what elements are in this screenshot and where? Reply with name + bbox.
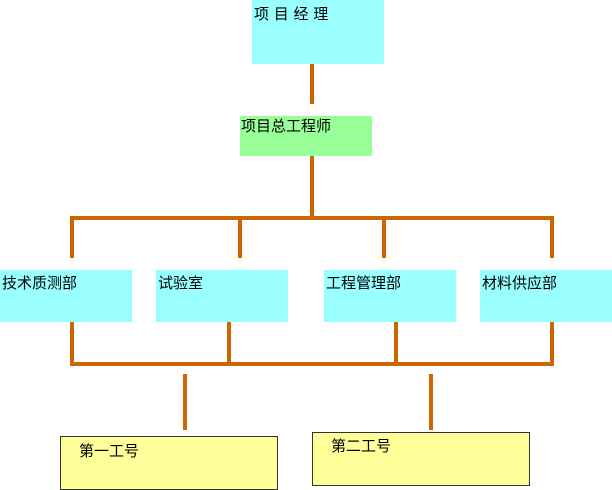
connector-drop-dept-2 — [238, 216, 242, 258]
chief-engineer-box: 项目总工程师 — [240, 116, 372, 156]
department-box-2: 试验室 — [156, 270, 288, 322]
section-label-1: 第一工号 — [79, 442, 140, 460]
connector-rise-dept-3 — [394, 322, 398, 364]
section-box-2: 第二工号 — [312, 432, 530, 486]
project-manager-box: 项 目 经 理 — [252, 0, 384, 64]
project-manager-label: 项 目 经 理 — [254, 5, 329, 23]
department-box-4: 材料供应部 — [480, 270, 612, 322]
connector-manager-to-chief — [310, 64, 314, 104]
connector-section-1 — [183, 374, 187, 430]
department-box-1: 技术质测部 — [0, 270, 132, 322]
connector-bottom-bus — [70, 362, 554, 366]
chief-engineer-label: 项目总工程师 — [241, 117, 332, 135]
connector-rise-dept-2 — [227, 322, 231, 364]
connector-chief-to-bus — [310, 156, 314, 218]
department-box-3: 工程管理部 — [324, 270, 456, 322]
department-label-3: 工程管理部 — [326, 274, 402, 292]
connector-rise-dept-4 — [550, 322, 554, 364]
connector-drop-dept-3 — [382, 216, 386, 258]
department-label-1: 技术质测部 — [2, 274, 78, 292]
section-box-1: 第一工号 — [60, 436, 278, 490]
connector-section-2 — [429, 374, 433, 430]
connector-drop-dept-4 — [550, 216, 554, 258]
section-label-2: 第二工号 — [331, 437, 392, 455]
connector-top-bus — [70, 216, 554, 220]
department-label-2: 试验室 — [158, 274, 204, 292]
department-label-4: 材料供应部 — [482, 274, 558, 292]
connector-drop-dept-1 — [70, 216, 74, 258]
connector-rise-dept-1 — [70, 322, 74, 364]
